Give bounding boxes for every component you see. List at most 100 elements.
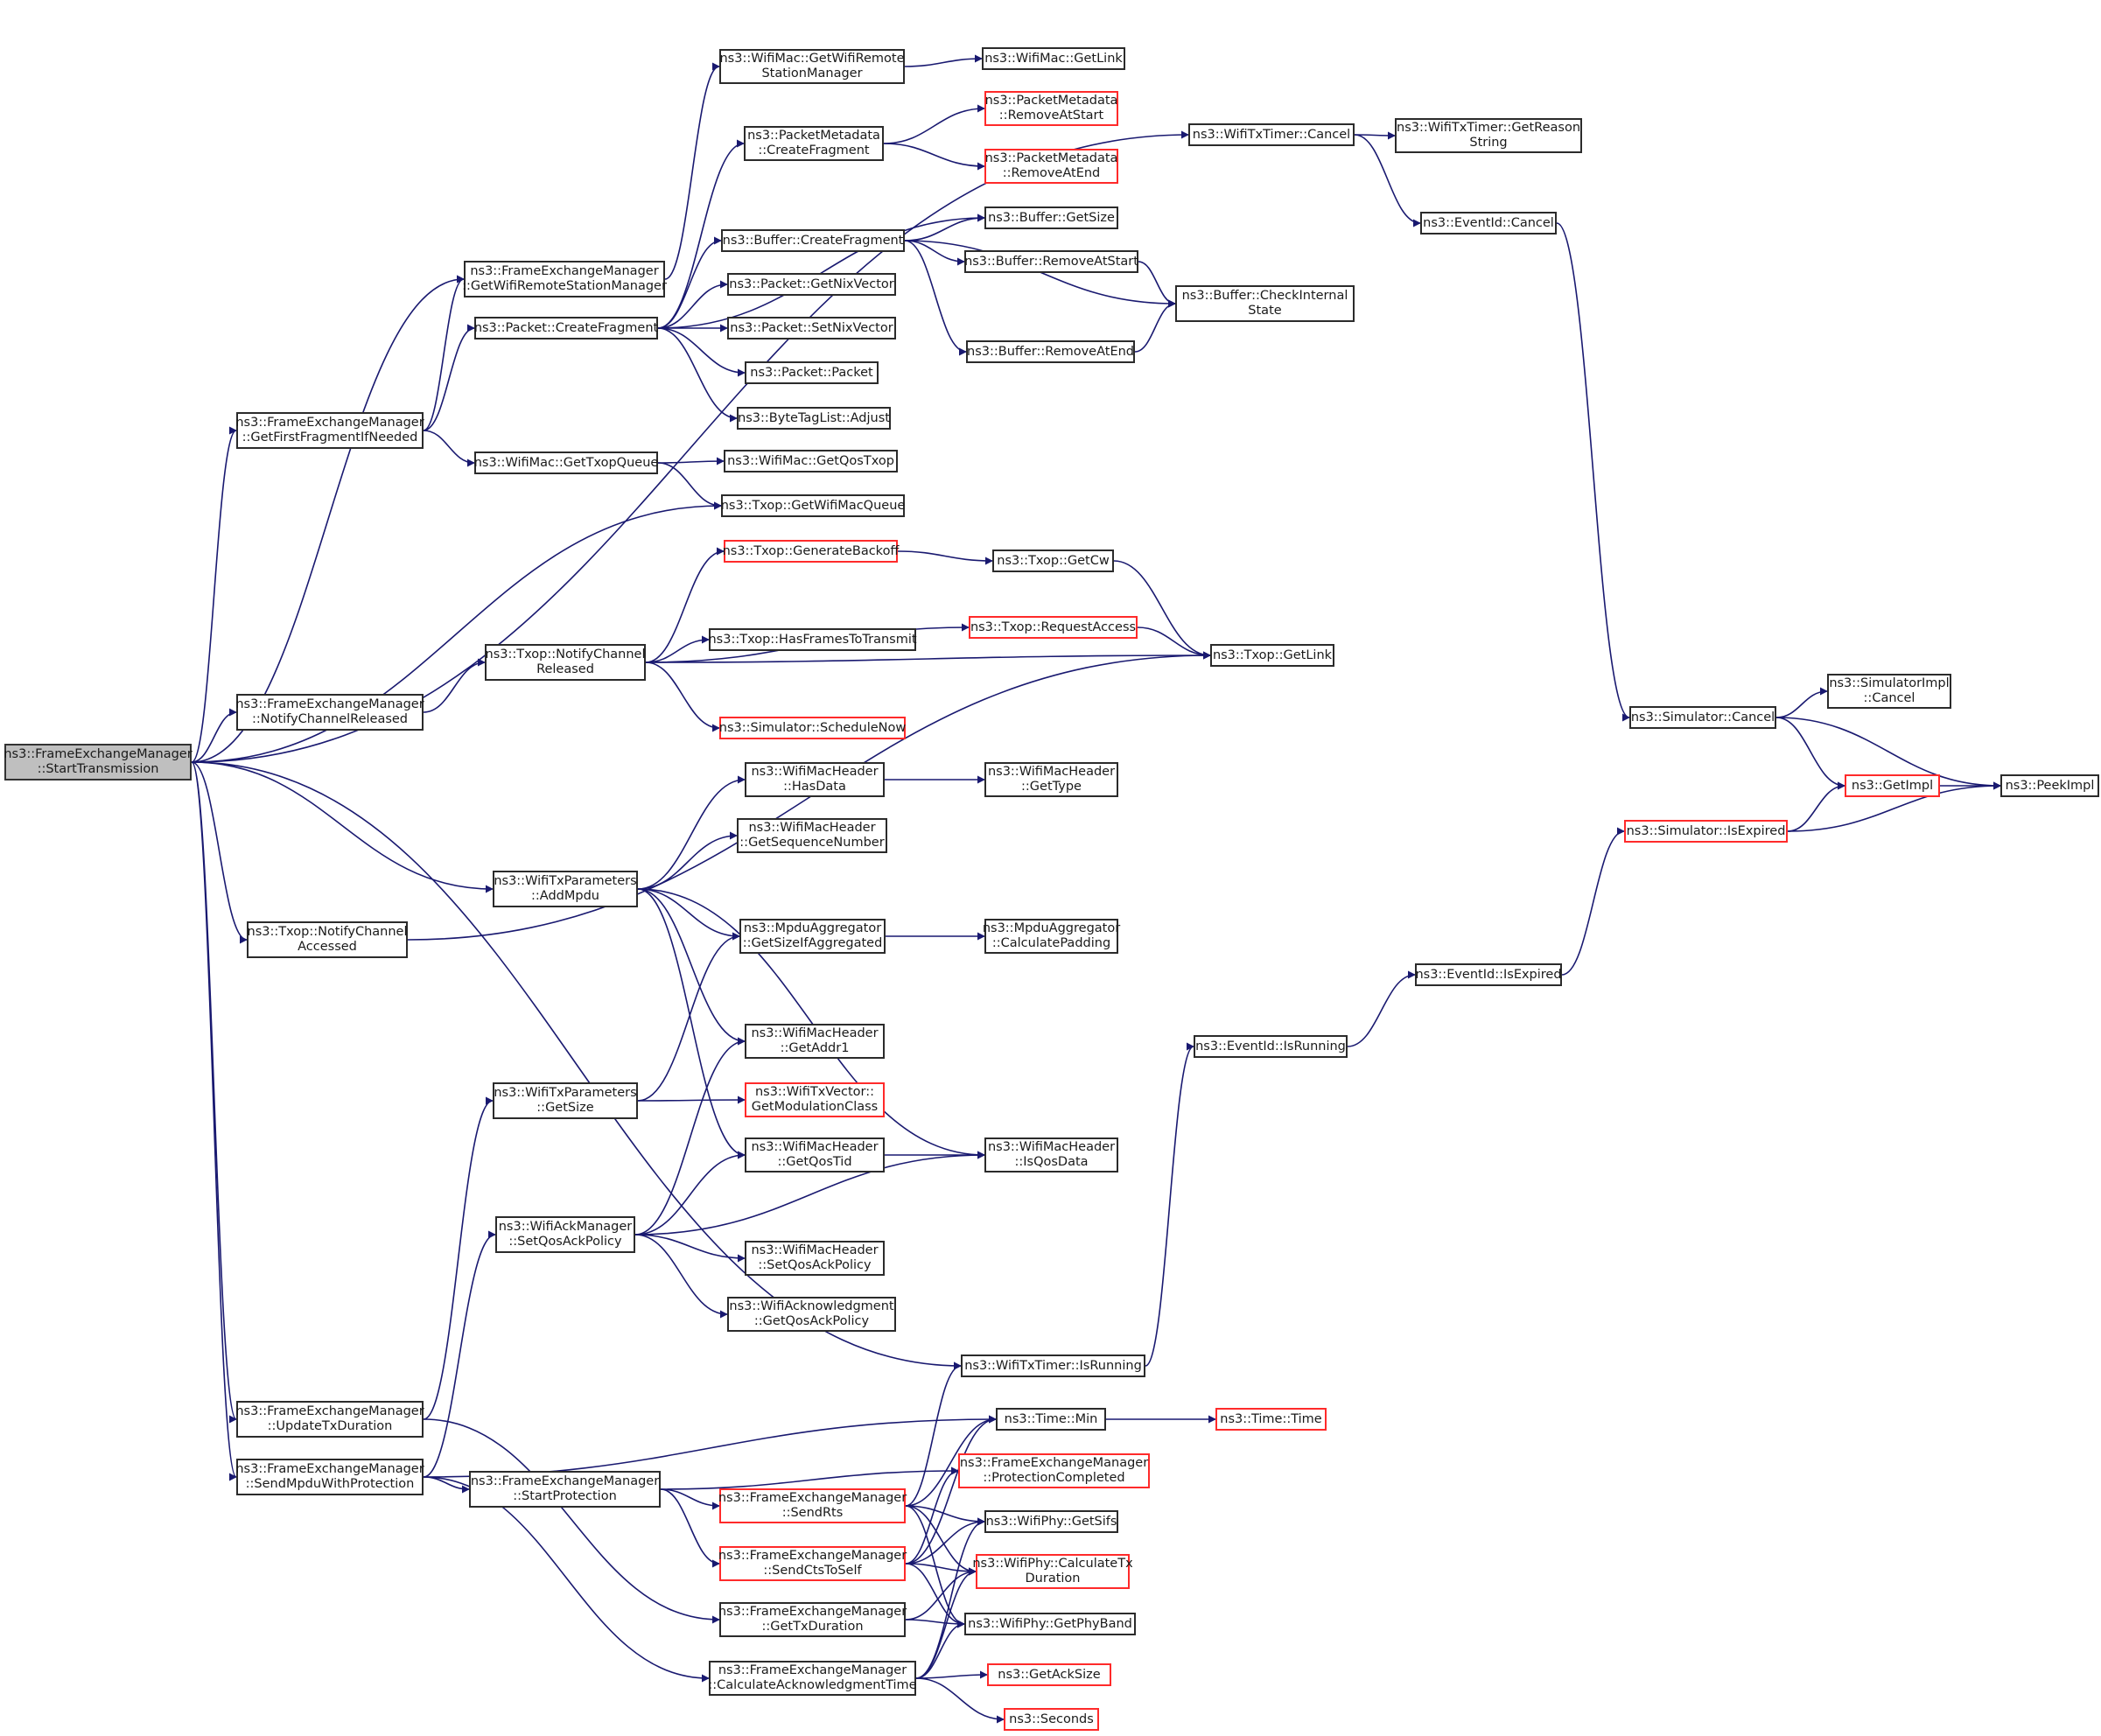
node-wifi-mac-header-has-data[interactable]: ns3::WifiMacHeader::HasData xyxy=(745,762,885,797)
node-fem-send-mpdu-with-protection[interactable]: ns3::FrameExchangeManager::SendMpduWithP… xyxy=(235,1459,424,1495)
call-edge-bufRemStart-to-bufCheckInt xyxy=(1138,261,1176,308)
node-label-line: ::GetSequenceNumber xyxy=(739,836,885,850)
node-peek-impl[interactable]: ns3::PeekImpl xyxy=(2000,774,2099,797)
node-label-line: ns3::Simulator::Cancel xyxy=(1630,710,1775,724)
node-fem-calculate-acknowledgment-time[interactable]: ns3::FrameExchangeManager::CalculateAckn… xyxy=(708,1661,917,1696)
node-label-line: StationManager xyxy=(761,66,863,80)
call-edge-simCancel-to-simImplCancel xyxy=(1775,687,1828,718)
node-packet-get-nix-vector[interactable]: ns3::Packet::GetNixVector xyxy=(727,273,896,296)
node-wifi-tx-parameters-add-mpdu[interactable]: ns3::WifiTxParameters::AddMpdu xyxy=(493,871,638,907)
node-fem-send-cts-to-self[interactable]: ns3::FrameExchangeManager::SendCtsToSelf xyxy=(718,1546,907,1581)
node-packet-metadata-remove-at-end[interactable]: ns3::PacketMetadata::RemoveAtEnd xyxy=(984,149,1118,184)
node-event-id-is-running[interactable]: ns3::EventId::IsRunning xyxy=(1194,1035,1348,1058)
node-packet-metadata-remove-at-start[interactable]: ns3::PacketMetadata::RemoveAtStart xyxy=(984,91,1118,126)
node-label-line: ns3::FrameExchangeManager xyxy=(718,1663,907,1677)
call-edge-femNotifyChRel-to-txopNotifyChRel xyxy=(423,658,486,713)
node-simulator-impl-cancel[interactable]: ns3::SimulatorImpl::Cancel xyxy=(1827,674,1951,709)
node-fem-get-first-fragment-if-needed[interactable]: ns3::FrameExchangeManager::GetFirstFragm… xyxy=(235,412,424,449)
node-label-line: ns3::Buffer::CheckInternal xyxy=(1181,289,1348,303)
node-txop-request-access[interactable]: ns3::Txop::RequestAccess xyxy=(969,616,1138,639)
node-wifi-mac-header-get-addr1[interactable]: ns3::WifiMacHeader::GetAddr1 xyxy=(745,1024,885,1059)
node-label-line: ns3::Packet::CreateFragment xyxy=(473,320,659,335)
node-get-ack-size[interactable]: ns3::GetAckSize xyxy=(987,1663,1111,1686)
node-wifi-phy-get-sifs[interactable]: ns3::WifiPhy::GetSifs xyxy=(984,1510,1118,1533)
node-wifi-mac-header-get-sequence-number[interactable]: ns3::WifiMacHeader::GetSequenceNumber xyxy=(737,818,887,853)
node-txop-generate-backoff[interactable]: ns3::Txop::GenerateBackoff xyxy=(723,540,899,563)
node-label-line: ::GetWifiRemoteStationManager xyxy=(462,279,667,293)
node-byte-tag-list-adjust[interactable]: ns3::ByteTagList::Adjust xyxy=(737,407,891,430)
node-buffer-create-fragment[interactable]: ns3::Buffer::CreateFragment xyxy=(721,229,905,252)
node-time-min[interactable]: ns3::Time::Min xyxy=(996,1408,1106,1431)
call-edge-macGetTxopQueue-to-macGetQosTxop xyxy=(657,457,725,466)
node-wifi-tx-vector-get-modulation-class[interactable]: ns3::WifiTxVector::GetModulationClass xyxy=(745,1082,885,1117)
node-simulator-cancel[interactable]: ns3::Simulator::Cancel xyxy=(1629,706,1776,729)
node-wifi-mac-get-qos-txop[interactable]: ns3::WifiMac::GetQosTxop xyxy=(724,450,898,472)
node-packet-packet[interactable]: ns3::Packet::Packet xyxy=(745,361,879,384)
node-wifi-mac-header-get-qos-tid[interactable]: ns3::WifiMacHeader::GetQosTid xyxy=(745,1138,885,1172)
call-edge-femSendCts-to-phyGetPhyBand xyxy=(905,1563,965,1628)
node-packet-create-fragment[interactable]: ns3::Packet::CreateFragment xyxy=(474,317,658,340)
node-event-id-cancel[interactable]: ns3::EventId::Cancel xyxy=(1420,212,1557,234)
node-label-line: ns3::WifiTxTimer::IsRunning xyxy=(964,1358,1142,1373)
node-label-line: ns3::WifiAcknowledgment xyxy=(729,1299,894,1313)
node-wifi-mac-header-set-qos-ack-policy[interactable]: ns3::WifiMacHeader::SetQosAckPolicy xyxy=(745,1241,885,1276)
node-fem-start-protection[interactable]: ns3::FrameExchangeManager::StartProtecti… xyxy=(469,1471,661,1508)
node-wifi-tx-timer-is-running[interactable]: ns3::WifiTxTimer::IsRunning xyxy=(961,1354,1145,1377)
node-buffer-remove-at-end[interactable]: ns3::Buffer::RemoveAtEnd xyxy=(966,340,1135,363)
node-fem-send-rts[interactable]: ns3::FrameExchangeManager::SendRts xyxy=(718,1488,907,1523)
call-edge-simCancel-to-peekImpl xyxy=(1775,717,2001,790)
node-wifi-tx-parameters-get-size[interactable]: ns3::WifiTxParameters::GetSize xyxy=(493,1082,638,1119)
node-packet-set-nix-vector[interactable]: ns3::Packet::SetNixVector xyxy=(727,317,896,340)
node-get-impl[interactable]: ns3::GetImpl xyxy=(1845,774,1940,797)
call-edge-femSendMpdu-to-timeMin xyxy=(423,1415,997,1478)
node-seconds[interactable]: ns3::Seconds xyxy=(1004,1708,1099,1731)
call-edge-femSendRts-to-phyGetPhyBand xyxy=(905,1505,965,1628)
node-time-time[interactable]: ns3::Time::Time xyxy=(1215,1408,1327,1431)
node-fem-update-tx-duration[interactable]: ns3::FrameExchangeManager::UpdateTxDurat… xyxy=(235,1401,424,1438)
node-label-line: ::GetTxDuration xyxy=(761,1620,864,1634)
node-label-line: ::ProtectionCompleted xyxy=(983,1471,1125,1485)
node-fem-protection-completed[interactable]: ns3::FrameExchangeManager::ProtectionCom… xyxy=(958,1453,1150,1488)
node-simulator-is-expired[interactable]: ns3::Simulator::IsExpired xyxy=(1624,820,1788,843)
node-mpdu-aggregator-calculate-padding[interactable]: ns3::MpduAggregator::CalculatePadding xyxy=(983,919,1120,954)
node-txop-has-frames-to-transmit[interactable]: ns3::Txop::HasFramesToTransmit xyxy=(708,628,917,651)
node-wifi-ack-manager-set-qos-ack-policy[interactable]: ns3::WifiAckManager::SetQosAckPolicy xyxy=(495,1216,635,1253)
node-fem-get-tx-duration[interactable]: ns3::FrameExchangeManager::GetTxDuration xyxy=(718,1602,907,1637)
node-simulator-schedule-now[interactable]: ns3::Simulator::ScheduleNow xyxy=(719,717,906,739)
node-wifi-tx-timer-cancel[interactable]: ns3::WifiTxTimer::Cancel xyxy=(1188,123,1355,146)
node-label-line: ::GetQosTid xyxy=(777,1155,852,1169)
node-wifi-phy-get-phy-band[interactable]: ns3::WifiPhy::GetPhyBand xyxy=(964,1613,1136,1635)
node-label-line: ns3::GetImpl xyxy=(1851,778,1934,793)
node-txop-get-link[interactable]: ns3::Txop::GetLink xyxy=(1210,644,1334,667)
call-edge-femSendCts-to-phyCalcTxDur xyxy=(905,1563,977,1576)
node-label-line: ns3::FrameExchangeManager xyxy=(235,1404,424,1418)
node-label-line: ::HasData xyxy=(783,780,846,794)
node-buffer-get-size[interactable]: ns3::Buffer::GetSize xyxy=(984,206,1118,229)
node-label-line: ns3::WifiTxTimer::GetReason xyxy=(1397,121,1581,135)
call-edge-ackMgrSetQos-to-ackGetQosAck xyxy=(634,1234,728,1319)
node-fem-get-wifi-remote-station-manager[interactable]: ns3::FrameExchangeManager::GetWifiRemote… xyxy=(462,261,667,298)
node-wifi-mac-get-txop-queue[interactable]: ns3::WifiMac::GetTxopQueue xyxy=(474,452,658,474)
node-event-id-is-expired[interactable]: ns3::EventId::IsExpired xyxy=(1415,963,1562,986)
node-txop-get-cw[interactable]: ns3::Txop::GetCw xyxy=(992,550,1114,572)
node-frame-exchange-manager-start-transmission[interactable]: ns3::FrameExchangeManager::StartTransmis… xyxy=(4,744,193,780)
node-wifi-acknowledgment-get-qos-ack-policy[interactable]: ns3::WifiAcknowledgment::GetQosAckPolicy xyxy=(727,1297,896,1332)
node-fem-notify-channel-released[interactable]: ns3::FrameExchangeManager::NotifyChannel… xyxy=(235,694,424,731)
call-edge-root-to-txParamsAddMpdu xyxy=(191,761,494,893)
node-wifi-mac-get-link[interactable]: ns3::WifiMac::GetLink xyxy=(982,47,1125,70)
node-mpdu-aggregator-get-size-if-aggregated[interactable]: ns3::MpduAggregator::GetSizeIfAggregated xyxy=(739,919,886,954)
node-wifi-mac-header-is-qos-data[interactable]: ns3::WifiMacHeader::IsQosData xyxy=(984,1138,1118,1172)
node-label-line: ns3::FrameExchangeManager xyxy=(235,416,424,430)
call-edge-bufRemEnd-to-bufCheckInt xyxy=(1134,299,1176,353)
node-packet-metadata-create-fragment[interactable]: ns3::PacketMetadata::CreateFragment xyxy=(744,126,884,161)
call-edge-ackMgrSetQos-to-wmhIsQosData xyxy=(634,1151,985,1236)
node-wifi-mac-header-get-type[interactable]: ns3::WifiMacHeader::GetType xyxy=(984,762,1118,797)
node-txop-get-wifi-mac-queue[interactable]: ns3::Txop::GetWifiMacQueue xyxy=(721,494,905,517)
node-buffer-remove-at-start[interactable]: ns3::Buffer::RemoveAtStart xyxy=(964,250,1138,273)
